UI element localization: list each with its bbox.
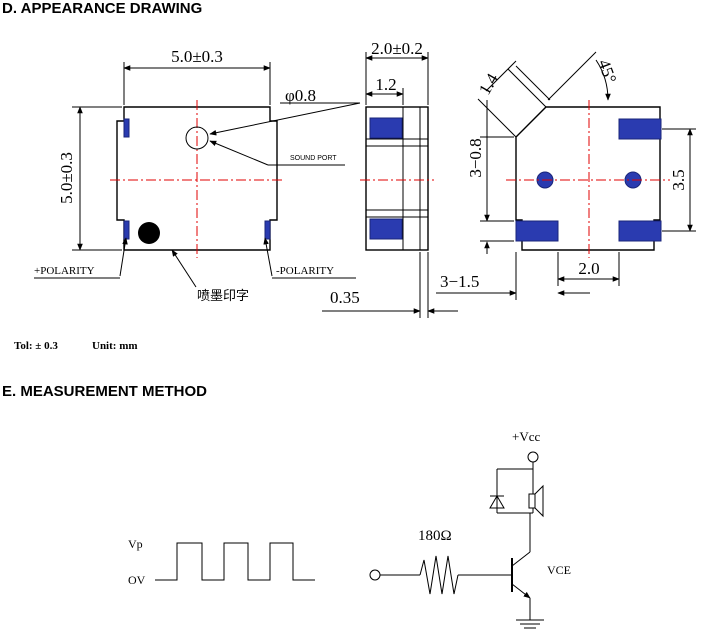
chamfer-dim: 1.4 xyxy=(475,70,502,98)
top-view-outline xyxy=(116,106,278,251)
angle-arc xyxy=(595,59,611,101)
sound-port-label: SOUND PORT xyxy=(290,155,337,162)
polarity-dot xyxy=(138,222,160,244)
minus-polarity-label: -POLARITY xyxy=(276,265,334,277)
angle-dim: 45° xyxy=(594,57,620,86)
top-pad-left-lower xyxy=(123,220,130,240)
tolerance-label: Tol: ± 0.3 xyxy=(14,340,58,352)
section-e-title: E. MEASUREMENT METHOD xyxy=(2,383,208,400)
leader-line xyxy=(119,237,128,277)
bottom-pad-top-right xyxy=(618,118,662,140)
speaker-symbol xyxy=(528,493,536,509)
unit-label: Unit: mm xyxy=(92,340,138,352)
vce-label: VCE xyxy=(547,563,571,577)
input-terminal xyxy=(369,569,381,581)
pad-width-dim: 3−1.5 xyxy=(440,272,479,291)
ov-label: OV xyxy=(128,573,146,587)
sound-port xyxy=(185,126,209,150)
vcc-terminal xyxy=(527,451,539,463)
ext-line xyxy=(547,51,597,101)
top-pad-left-upper xyxy=(123,118,130,138)
port-diameter-dim: φ0.8 xyxy=(285,86,316,105)
vcc-label: +Vcc xyxy=(512,429,540,444)
ext-line xyxy=(477,98,517,138)
side-bottom-dim: 0.35 xyxy=(330,288,360,307)
transistor-emitter xyxy=(511,583,531,599)
vp-label: Vp xyxy=(128,537,143,551)
side-pad-upper xyxy=(369,117,403,139)
side-inner-dim: 1.2 xyxy=(375,75,396,94)
top-view: 5.0±0.3 5.0±0.3 φ0.8 SOUND PORT +POLARIT… xyxy=(34,47,361,303)
leader-line xyxy=(209,102,361,136)
leader-line xyxy=(263,237,273,277)
bottom-view: 1.4 45° 3−0.8 3.5 2.0 3−1.5 xyxy=(436,51,696,300)
circuit: 180Ω VCE +Vcc xyxy=(369,429,571,629)
side-view-outline xyxy=(365,106,429,251)
ink-mark-label: 喷墨印字 xyxy=(197,288,249,303)
ext-line xyxy=(507,68,547,108)
resistor-label: 180Ω xyxy=(418,528,452,544)
top-pad-right-lower xyxy=(264,220,271,240)
resistor-symbol xyxy=(419,555,459,595)
leader-line xyxy=(209,140,269,166)
waveform: Vp OV xyxy=(128,537,315,587)
diode-symbol xyxy=(489,495,505,509)
pad-gap-dim: 2.0 xyxy=(578,259,599,278)
side-thickness-dim: 2.0±0.2 xyxy=(371,39,423,58)
square-wave xyxy=(155,542,315,581)
bottom-pad-bottom-left xyxy=(515,220,559,242)
side-view: 2.0±0.2 1.2 0.35 xyxy=(322,39,458,318)
bottom-pad-bottom-right xyxy=(618,220,662,242)
transistor-collector xyxy=(511,551,531,567)
section-d-title: D. APPEARANCE DRAWING xyxy=(2,0,203,17)
side-pad-lower xyxy=(369,218,403,240)
pad-height-dim: 3−0.8 xyxy=(466,138,485,177)
ext-line xyxy=(515,65,551,101)
plus-polarity-label: +POLARITY xyxy=(34,265,95,277)
speaker-cone xyxy=(534,484,544,518)
top-width-dim: 5.0±0.3 xyxy=(171,47,223,66)
top-height-dim: 5.0±0.3 xyxy=(57,152,76,204)
leader-line xyxy=(171,249,197,288)
dim-line xyxy=(485,60,517,92)
pad-pitch-vertical-dim: 3.5 xyxy=(669,169,688,190)
